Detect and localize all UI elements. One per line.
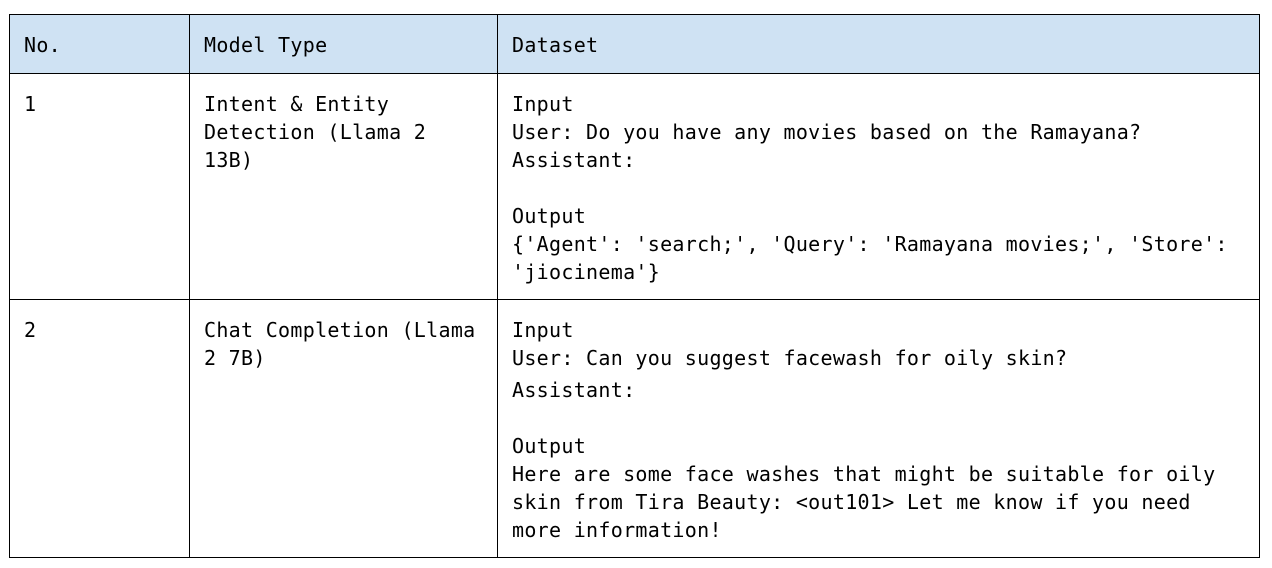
output-label: Output (512, 204, 587, 228)
model-type-cell: Intent & Entity Detection (Llama 2 13B) (189, 73, 498, 300)
dataset-cell: Input User: Do you have any movies based… (497, 73, 1260, 300)
row-number-cell: 1 (9, 73, 190, 300)
input-label: Input (512, 92, 574, 116)
column-header-no: No. (9, 14, 190, 74)
input-user-text: User: Do you have any movies based on th… (512, 120, 1142, 144)
model-type: Intent & Entity Detection (Llama 2 13B) (204, 92, 427, 172)
row-number-cell: 2 (9, 299, 190, 558)
table-row: 2 Chat Completion (Llama 2 7B) Input Use… (9, 299, 1260, 558)
column-header-model-type: Model Type (189, 14, 498, 74)
input-user-text: User: Can you suggest facewash for oily … (512, 346, 1068, 370)
dataset-cell: Input User: Can you suggest facewash for… (497, 299, 1260, 558)
examples-table: No. Model Type Dataset 1 Intent & Entity… (9, 14, 1260, 558)
row-number: 2 (24, 318, 37, 342)
model-type-cell: Chat Completion (Llama 2 7B) (189, 299, 498, 558)
output-label: Output (512, 434, 587, 458)
input-assistant-text: Assistant: (512, 148, 636, 172)
model-type: Chat Completion (Llama 2 7B) (204, 318, 476, 370)
row-number: 1 (24, 92, 37, 116)
output-text: {'Agent': 'search;', 'Query': 'Ramayana … (512, 232, 1228, 284)
column-header-dataset: Dataset (497, 14, 1260, 74)
output-text: Here are some face washes that might be … (512, 462, 1216, 542)
input-assistant-text: Assistant: (512, 378, 636, 402)
table-row: 1 Intent & Entity Detection (Llama 2 13B… (9, 73, 1260, 300)
header-row: No. Model Type Dataset (9, 14, 1260, 74)
input-label: Input (512, 318, 574, 342)
